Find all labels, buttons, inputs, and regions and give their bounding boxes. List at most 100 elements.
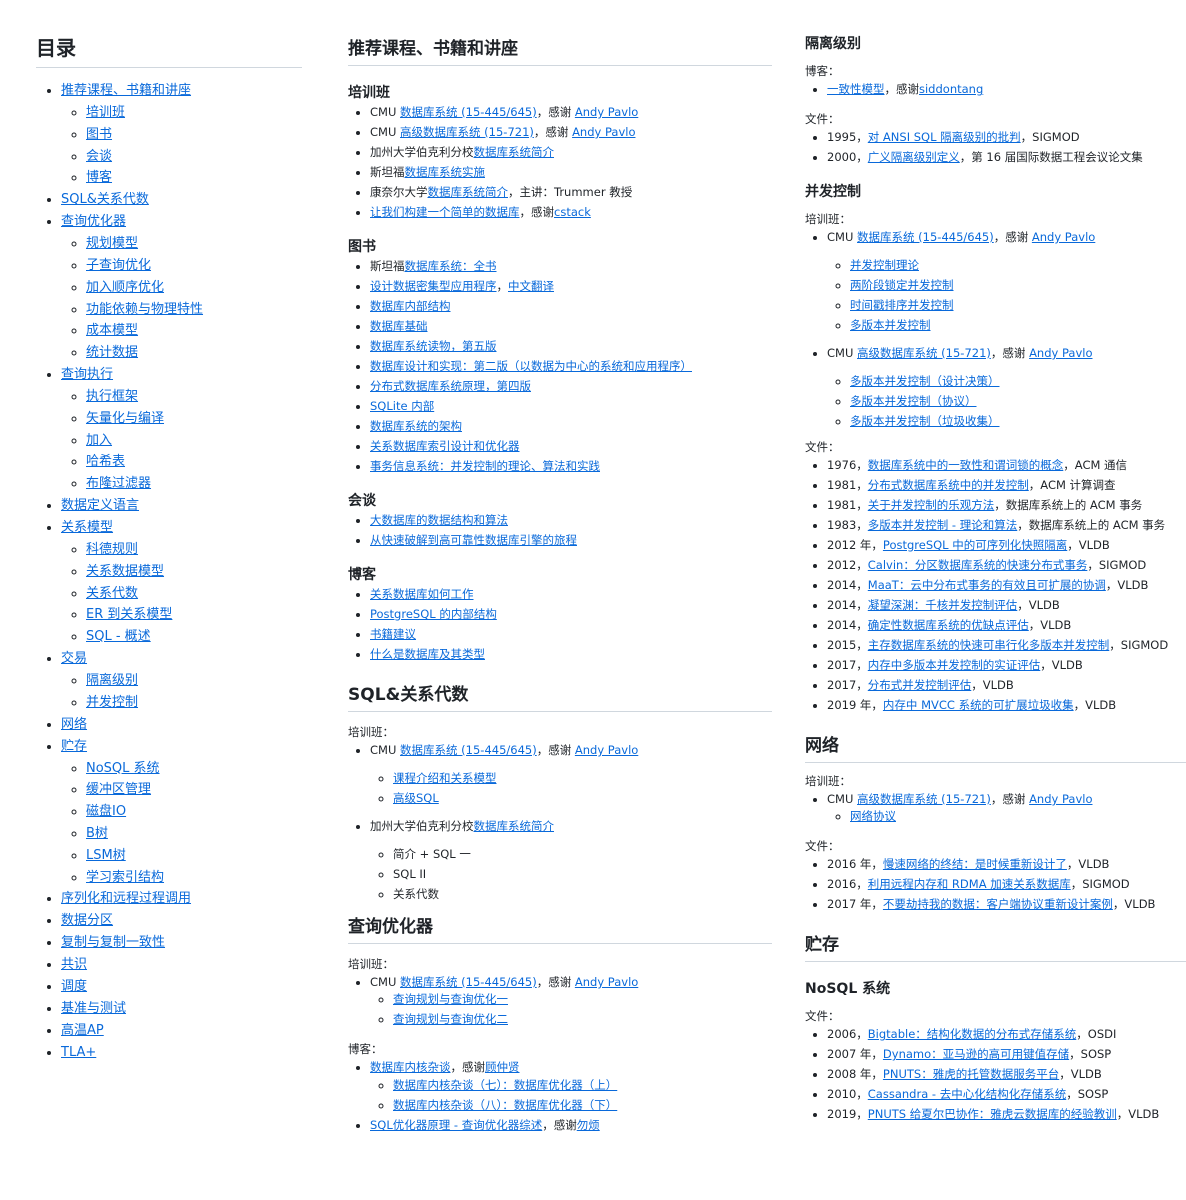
- item-link[interactable]: 数据库系统的架构: [370, 419, 462, 433]
- paper-link[interactable]: 分布式并发控制评估: [867, 678, 972, 692]
- toc-sublink[interactable]: 缓冲区管理: [86, 782, 152, 798]
- item-link[interactable]: 两阶段锁定并发控制: [850, 278, 954, 292]
- course-link[interactable]: 高级数据库系统 (15-721): [857, 346, 991, 360]
- paper-link[interactable]: 内存中多版本并发控制的实证评估: [867, 658, 1041, 672]
- toc-sublink[interactable]: 执行框架: [86, 388, 139, 404]
- toc-sublink[interactable]: 加入: [86, 432, 113, 448]
- toc-link[interactable]: 数据定义语言: [61, 497, 140, 513]
- item-link[interactable]: 数据库系统读物，第五版: [370, 339, 497, 353]
- paper-link[interactable]: Calvin：分区数据库系统的快速分布式事务: [867, 558, 1088, 572]
- item-link[interactable]: 网络协议: [850, 809, 896, 823]
- paper-link[interactable]: PNUTS 给夏尔巴协作：雅虎云数据库的经验教训: [867, 1107, 1117, 1121]
- toc-link[interactable]: 推荐课程、书籍和讲座: [61, 83, 192, 98]
- author-link[interactable]: Andy Pavlo: [1031, 230, 1096, 244]
- toc-sublink[interactable]: 规划模型: [86, 236, 139, 252]
- item-link[interactable]: 关系数据库索引设计和优化器: [370, 439, 520, 453]
- toc-sublink[interactable]: NoSQL 系统: [86, 760, 160, 776]
- author-link[interactable]: 顾仲贤: [485, 1060, 520, 1074]
- course-link[interactable]: 数据库系统 (15-445/645): [400, 975, 537, 989]
- item-link[interactable]: 查询规划与查询优化一: [393, 992, 508, 1006]
- toc-sublink[interactable]: 博客: [86, 170, 113, 186]
- item-link[interactable]: 时间戳排序并发控制: [850, 298, 954, 312]
- paper-link[interactable]: 凝望深渊：千核并发控制评估: [867, 598, 1018, 612]
- blog-link[interactable]: 数据库内核杂谈: [370, 1060, 451, 1074]
- toc-sublink[interactable]: 隔离级别: [86, 672, 139, 688]
- toc-link[interactable]: 序列化和远程过程调用: [61, 891, 192, 907]
- toc-sublink[interactable]: 布隆过滤器: [86, 476, 152, 492]
- author-link[interactable]: Andy Pavlo: [574, 975, 639, 989]
- item-link-secondary[interactable]: Andy Pavlo: [572, 125, 636, 139]
- item-link[interactable]: 数据库内核杂谈（八）：数据库优化器（下）: [393, 1098, 618, 1112]
- item-link[interactable]: 从快速破解到高可靠性数据库引擎的旅程: [370, 533, 577, 547]
- toc-sublink[interactable]: 科德规则: [86, 541, 139, 557]
- paper-link[interactable]: 内存中 MVCC 系统的可扩展垃圾收集: [882, 698, 1074, 712]
- toc-sublink[interactable]: B树: [86, 825, 108, 841]
- author-link[interactable]: Andy Pavlo: [574, 743, 639, 757]
- author-link[interactable]: siddontang: [919, 82, 984, 96]
- paper-link[interactable]: Bigtable：结构化数据的分布式存储系统: [867, 1027, 1077, 1041]
- paper-link[interactable]: 数据库系统中的一致性和谓词锁的概念: [867, 458, 1064, 472]
- toc-link[interactable]: 关系模型: [61, 519, 114, 535]
- item-link[interactable]: 多版本并发控制（垃圾收集）: [850, 414, 1000, 428]
- paper-link[interactable]: 不要劫持我的数据：客户端协议重新设计案例: [882, 897, 1113, 911]
- item-link[interactable]: 高级数据库系统 (15-721): [400, 125, 534, 139]
- author-link[interactable]: Andy Pavlo: [1029, 792, 1093, 806]
- item-link[interactable]: 数据库内部结构: [370, 299, 451, 313]
- paper-link[interactable]: 确定性数据库系统的优缺点评估: [867, 618, 1029, 632]
- paper-link[interactable]: MaaT：云中分布式事务的有效且可扩展的协调: [867, 578, 1106, 592]
- paper-link[interactable]: 关于并发控制的乐观方法: [867, 498, 995, 512]
- item-link[interactable]: PostgreSQL 的内部结构: [370, 607, 497, 621]
- toc-sublink[interactable]: 磁盘IO: [86, 804, 127, 820]
- toc-link[interactable]: 基准与测试: [61, 1001, 127, 1017]
- paper-link[interactable]: PNUTS：雅虎的托管数据服务平台: [882, 1067, 1060, 1081]
- paper-link[interactable]: 主存数据库系统的快速可串行化多版本并发控制: [867, 638, 1110, 652]
- toc-sublink[interactable]: 加入顺序优化: [86, 279, 165, 295]
- toc-sublink[interactable]: 关系代数: [86, 585, 139, 601]
- course-link[interactable]: 数据库系统简介: [473, 819, 555, 833]
- toc-link[interactable]: 数据分区: [61, 913, 114, 929]
- item-link[interactable]: 大数据库的数据结构和算法: [370, 513, 508, 527]
- toc-link[interactable]: TLA+: [61, 1045, 97, 1061]
- item-link-secondary[interactable]: Andy Pavlo: [574, 105, 639, 119]
- toc-sublink[interactable]: 并发控制: [86, 694, 139, 710]
- toc-link[interactable]: 贮存: [61, 738, 88, 754]
- item-link[interactable]: SQLite 内部: [370, 399, 435, 413]
- item-link[interactable]: 书籍建议: [370, 627, 416, 641]
- item-link[interactable]: 让我们构建一个简单的数据库: [370, 205, 520, 219]
- toc-link[interactable]: 高温AP: [61, 1023, 104, 1039]
- course-link[interactable]: 高级数据库系统 (15-721): [857, 792, 991, 806]
- item-link-secondary[interactable]: 中文翻译: [508, 279, 554, 293]
- course-link[interactable]: 数据库系统 (15-445/645): [400, 743, 537, 757]
- toc-sublink[interactable]: 矢量化与编译: [86, 410, 165, 426]
- item-link[interactable]: 多版本并发控制: [850, 318, 931, 332]
- item-link[interactable]: 数据库内核杂谈（七）：数据库优化器（上）: [393, 1078, 618, 1092]
- paper-link[interactable]: 慢速网络的终结：是时候重新设计了: [882, 857, 1067, 871]
- toc-sublink[interactable]: 统计数据: [86, 345, 139, 361]
- paper-link[interactable]: 广义隔离级别定义: [867, 150, 960, 164]
- blog-link[interactable]: 一致性模型: [827, 82, 885, 96]
- course-link[interactable]: 数据库系统 (15-445/645): [857, 230, 994, 244]
- toc-link[interactable]: 调度: [61, 979, 88, 995]
- toc-link[interactable]: 查询优化器: [61, 214, 127, 230]
- author-link[interactable]: 勿烦: [576, 1118, 600, 1132]
- item-link[interactable]: 分布式数据库系统原理，第四版: [370, 379, 531, 393]
- paper-link[interactable]: PostgreSQL 中的可序列化快照隔离: [882, 538, 1068, 552]
- paper-link[interactable]: 利用远程内存和 RDMA 加速关系数据库: [867, 877, 1071, 891]
- toc-sublink[interactable]: LSM树: [86, 847, 126, 863]
- blog-link[interactable]: SQL优化器原理 - 查询优化器综述: [370, 1118, 543, 1132]
- toc-sublink[interactable]: 图书: [86, 126, 113, 142]
- item-link[interactable]: 多版本并发控制（设计决策）: [850, 374, 1000, 388]
- item-link[interactable]: 什么是数据库及其类型: [370, 647, 485, 661]
- item-link[interactable]: 查询规划与查询优化二: [393, 1012, 508, 1026]
- toc-sublink[interactable]: ER 到关系模型: [86, 607, 173, 623]
- toc-sublink[interactable]: 会谈: [86, 148, 113, 164]
- item-link[interactable]: 课程介绍和关系模型: [393, 771, 497, 785]
- toc-sublink[interactable]: 功能依赖与物理特性: [86, 301, 204, 317]
- paper-link[interactable]: 多版本并发控制 - 理论和算法: [867, 518, 1018, 532]
- item-link[interactable]: 数据库系统简介: [427, 185, 509, 199]
- item-link[interactable]: 高级SQL: [393, 791, 439, 805]
- item-link[interactable]: 设计数据密集型应用程序: [370, 279, 497, 293]
- item-link[interactable]: 事务信息系统：并发控制的理论、算法和实践: [370, 459, 600, 473]
- toc-link[interactable]: 网络: [61, 716, 88, 732]
- toc-link[interactable]: 交易: [61, 650, 88, 666]
